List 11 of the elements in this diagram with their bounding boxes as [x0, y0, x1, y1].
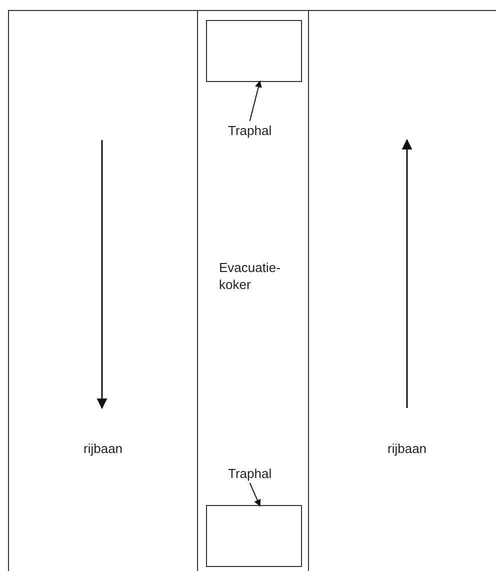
stairwell-label: Traphal — [228, 465, 272, 482]
lane-label: rijbaan — [388, 440, 427, 457]
evacuation-shaft — [197, 10, 309, 571]
shaft-label: Evacuatie- koker — [219, 259, 279, 293]
lane-label: rijbaan — [84, 440, 123, 457]
roadway-lane — [8, 10, 197, 571]
leader-line — [249, 80, 262, 122]
stairwell-box — [206, 505, 302, 567]
stairwell-box — [206, 20, 302, 82]
stairwell-label: Traphal — [228, 122, 272, 139]
leader-line — [249, 482, 261, 507]
